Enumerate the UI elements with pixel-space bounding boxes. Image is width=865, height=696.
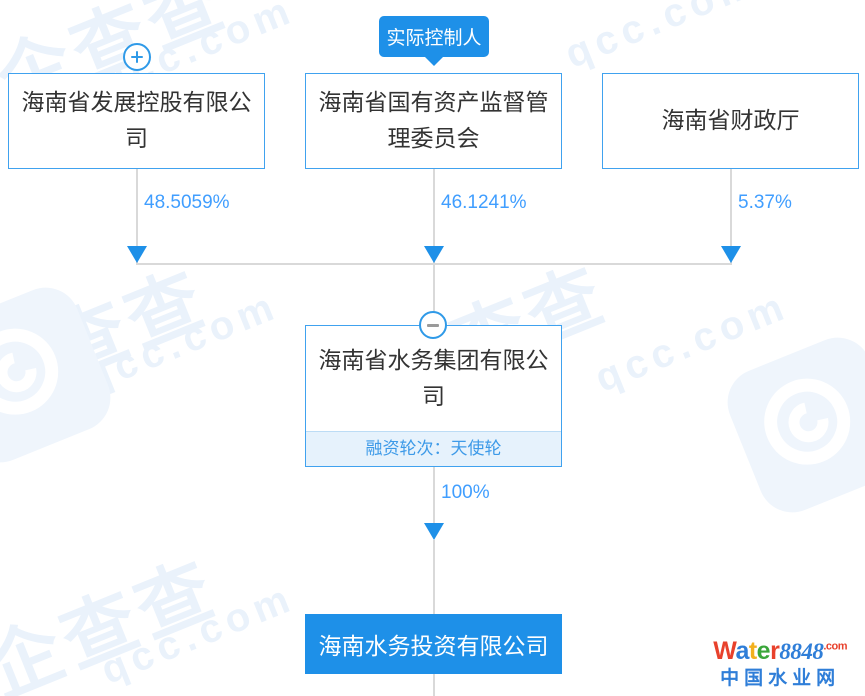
arrow-shareholder-1	[127, 246, 147, 263]
percent-label-middle-to-bottom: 100%	[441, 482, 490, 503]
collapse-toggle-middle-node[interactable]	[419, 311, 447, 339]
brand-wordmark: Water8848.com	[713, 639, 847, 664]
connector-bus-to-middle	[433, 263, 435, 321]
brand-tld: .com	[823, 640, 847, 653]
qcc-logo-watermark-icon	[0, 277, 121, 473]
qcc-watermark-url: qcc.com	[95, 575, 301, 693]
middle-company-card[interactable]: 海南省水务集团有限公司 融资轮次：天使轮	[305, 325, 562, 467]
middle-company-funding-round: 融资轮次：天使轮	[306, 431, 561, 466]
shareholder-card-3[interactable]: 海南省财政厅	[602, 73, 859, 169]
shareholder-card-3-name: 海南省财政厅	[661, 108, 800, 134]
expand-toggle-shareholder-1[interactable]	[123, 43, 151, 71]
shareholder-card-1-name: 海南省发展控股有限公司	[21, 90, 252, 152]
brand-letter-e: e	[756, 637, 771, 665]
brand-letter-t: t	[748, 637, 757, 665]
connector-bottom-stem	[433, 540, 435, 614]
arrow-middle-to-bottom	[424, 523, 444, 540]
brand-subtitle: 中国水业网	[720, 667, 841, 689]
middle-company-name: 海南省水务集团有限公司	[318, 347, 549, 410]
qcc-watermark-url: qcc.com	[589, 283, 795, 401]
actual-controller-badge-label: 实际控制人	[386, 27, 482, 49]
qcc-logo-watermark-icon	[717, 327, 865, 523]
plus-icon-vertical	[136, 51, 138, 63]
badge-tail-icon	[425, 57, 443, 66]
qcc-watermark-text: 企查查	[0, 545, 230, 696]
brand-letter-r: r	[770, 637, 780, 665]
qcc-watermark-text: 企查查	[0, 255, 220, 423]
minus-icon	[427, 323, 439, 327]
arrow-shareholder-3	[721, 246, 741, 263]
shareholder-card-2[interactable]: 海南省国有资产监督管理委员会	[305, 73, 562, 169]
bottom-company-name: 海南水务投资有限公司	[318, 634, 549, 660]
shareholder-card-2-name: 海南省国有资产监督管理委员会	[318, 90, 549, 152]
qcc-watermark-url: qcc.com	[79, 283, 285, 401]
connector-middle-to-bottom	[433, 467, 435, 534]
actual-controller-badge[interactable]: 实际控制人	[379, 16, 489, 66]
percent-label-shareholder-1: 48.5059%	[144, 192, 230, 213]
arrow-shareholder-2	[424, 246, 444, 263]
qcc-watermark-url: qcc.com	[559, 0, 765, 77]
connector-below-bottom	[433, 674, 435, 696]
bottom-company-card[interactable]: 海南水务投资有限公司	[305, 614, 562, 674]
percent-label-shareholder-2: 46.1241%	[441, 192, 527, 213]
brand-number: 8848	[779, 639, 824, 664]
percent-label-shareholder-3: 5.37%	[738, 192, 792, 213]
connector-shareholder-3	[730, 168, 732, 265]
connector-shareholder-2	[433, 168, 435, 265]
brand-letter-w: W	[713, 637, 736, 665]
shareholder-card-1[interactable]: 海南省发展控股有限公司	[8, 73, 265, 169]
brand-letter-a: a	[735, 637, 749, 665]
water8848-brand-watermark: Water8848.com 中国水业网	[713, 639, 847, 688]
connector-shareholder-1	[136, 168, 138, 265]
